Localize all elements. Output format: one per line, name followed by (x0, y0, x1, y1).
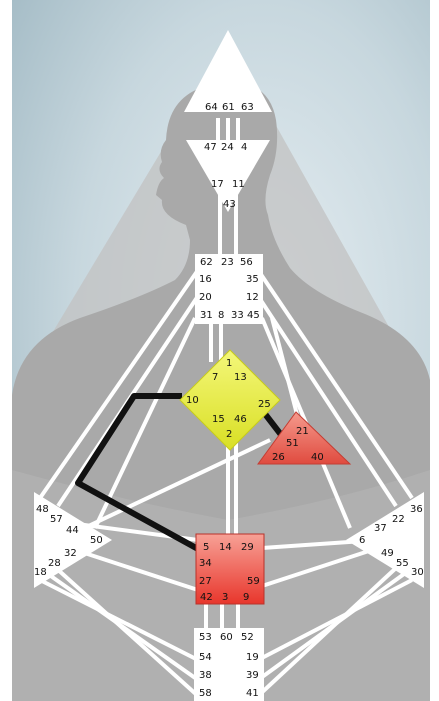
gate-19: 19 (246, 652, 259, 663)
gate-62: 62 (200, 257, 213, 268)
gate-24: 24 (221, 142, 234, 153)
gate-21: 21 (296, 426, 309, 437)
gate-56: 56 (240, 257, 253, 268)
gate-2: 2 (226, 429, 232, 440)
gate-30: 30 (411, 567, 424, 578)
gate-25: 25 (258, 399, 271, 410)
gate-15: 15 (212, 414, 225, 425)
gate-40: 40 (311, 452, 324, 463)
gate-42: 42 (200, 592, 213, 603)
gate-22: 22 (392, 514, 405, 525)
gate-13: 13 (234, 372, 247, 383)
gate-35: 35 (246, 274, 259, 285)
gate-61: 61 (222, 102, 235, 113)
gate-14: 14 (219, 542, 232, 553)
gate-55: 55 (396, 558, 409, 569)
gate-34: 34 (199, 558, 212, 569)
gate-36: 36 (410, 504, 423, 515)
gate-52: 52 (241, 632, 254, 643)
gate-46: 46 (234, 414, 247, 425)
gate-17: 17 (211, 179, 224, 190)
gate-39: 39 (246, 670, 259, 681)
gate-29: 29 (241, 542, 254, 553)
gate-41: 41 (246, 688, 259, 699)
gate-37: 37 (374, 523, 387, 534)
gate-7: 7 (212, 372, 218, 383)
gate-20: 20 (199, 292, 212, 303)
root-center: 53 60 52 54 38 58 19 39 41 (194, 628, 264, 701)
gate-53: 53 (199, 632, 212, 643)
gate-45: 45 (247, 310, 260, 321)
gate-51: 51 (286, 438, 299, 449)
gate-59: 59 (247, 576, 260, 587)
gate-10: 10 (186, 395, 199, 406)
gate-32: 32 (64, 548, 77, 559)
gate-12: 12 (246, 292, 259, 303)
gate-54: 54 (199, 652, 212, 663)
gate-16: 16 (199, 274, 212, 285)
gate-4: 4 (241, 142, 247, 153)
gate-6: 6 (359, 535, 365, 546)
gate-47: 47 (204, 142, 217, 153)
gate-5: 5 (203, 542, 209, 553)
gate-33: 33 (231, 310, 244, 321)
gate-44: 44 (66, 525, 79, 536)
gate-3: 3 (222, 592, 228, 603)
gate-64: 64 (205, 102, 218, 113)
gate-58: 58 (199, 688, 212, 699)
gate-23: 23 (221, 257, 234, 268)
gate-57: 57 (50, 514, 63, 525)
gate-38: 38 (199, 670, 212, 681)
gate-28: 28 (48, 558, 61, 569)
throat-center: 62 23 56 16 35 20 12 31 8 33 45 (195, 254, 263, 324)
gate-50: 50 (90, 535, 103, 546)
gate-43: 43 (223, 199, 236, 210)
gate-31: 31 (200, 310, 213, 321)
gate-8: 8 (218, 310, 224, 321)
gate-9: 9 (243, 592, 249, 603)
gate-27: 27 (199, 576, 212, 587)
gate-26: 26 (272, 452, 285, 463)
gate-49: 49 (381, 548, 394, 559)
gate-63: 63 (241, 102, 254, 113)
gate-1: 1 (226, 358, 232, 369)
gate-18: 18 (34, 567, 47, 578)
gate-48: 48 (36, 504, 49, 515)
gate-11: 11 (232, 179, 245, 190)
sacral-center: 5 14 29 34 27 59 42 3 9 (196, 534, 264, 604)
gate-60: 60 (220, 632, 233, 643)
